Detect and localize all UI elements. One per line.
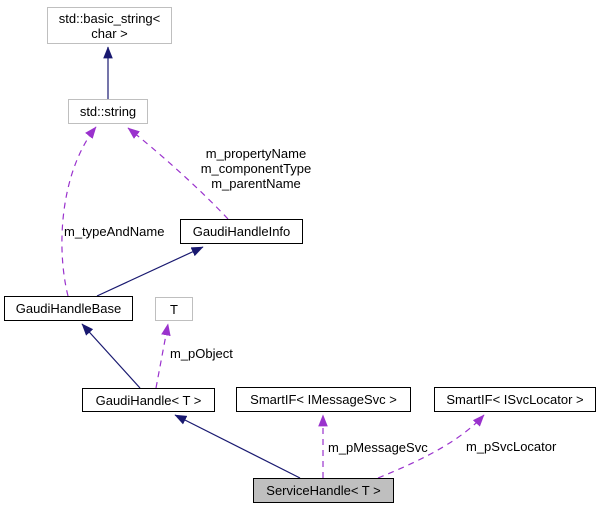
node-label: char > [91, 25, 128, 41]
edge-inheritance-servicehandle-to-gaudihandle [174, 414, 301, 479]
node-service-handle: ServiceHandle< T > [253, 478, 394, 503]
node-gaudi-handle[interactable]: GaudiHandle< T > [82, 388, 215, 412]
node-t: T [155, 297, 193, 321]
edge-label-type-and-name: m_typeAndName [64, 224, 165, 239]
node-label: SmartIF< IMessageSvc > [250, 392, 397, 407]
edge-usage-gaudihandle-to-t [155, 323, 171, 389]
node-label: T [170, 301, 178, 317]
node-smartif-isvclocator[interactable]: SmartIF< ISvcLocator > [434, 387, 596, 412]
edge-label-handleinfo-members: m_propertyName m_componentType m_parentN… [200, 146, 312, 191]
node-label: std::basic_string< [58, 10, 161, 26]
node-label: ServiceHandle< T > [266, 483, 381, 498]
edge-inheritance-gaudihandle-to-handlebase [81, 323, 141, 389]
edge-label-p-message-svc: m_pMessageSvc [328, 440, 428, 455]
edge-label-p-svc-locator: m_pSvcLocator [466, 439, 557, 454]
node-label: GaudiHandle< T > [95, 392, 202, 408]
node-std-string: std::string [68, 99, 148, 124]
node-label: SmartIF< ISvcLocator > [446, 392, 584, 407]
node-label: GaudiHandleInfo [192, 224, 291, 239]
node-label: GaudiHandleBase [15, 301, 122, 316]
edge-usage-servicehandle-to-isvclocator [377, 414, 485, 479]
edge-usage-handleinfo-to-stdstring [127, 127, 229, 220]
edge-inheritance-handlebase-to-handleinfo [96, 246, 204, 297]
node-label: std::string [79, 104, 137, 119]
node-smartif-imessagesvc[interactable]: SmartIF< IMessageSvc > [236, 387, 411, 412]
edge-usage-handlebase-to-stdstring [61, 126, 97, 297]
edge-label-p-object: m_pObject [170, 346, 233, 361]
node-gaudi-handle-base[interactable]: GaudiHandleBase [4, 296, 133, 321]
node-gaudi-handle-info[interactable]: GaudiHandleInfo [180, 219, 303, 244]
node-std-basic-string: std::basic_string< char > [47, 7, 172, 44]
